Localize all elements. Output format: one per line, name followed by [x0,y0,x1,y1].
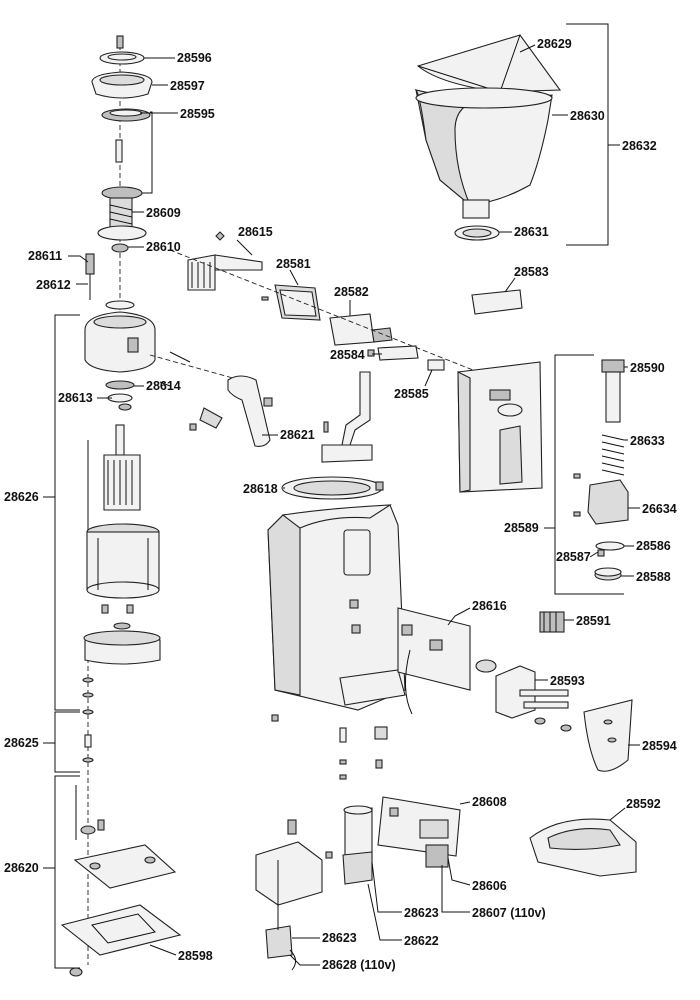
label-28609: 28609 [146,206,181,220]
label-28582: 28582 [334,285,369,299]
label-28607: 28607 (110v) [472,906,546,920]
label-28621: 28621 [280,428,315,442]
label-28618: 28618 [243,482,278,496]
label-28593: 28593 [550,674,585,688]
grinder-body [267,504,406,780]
label-28620: 28620 [4,861,39,875]
label-28598: 28598 [178,949,213,963]
label-28612: 28612 [36,278,71,292]
label-28581: 28581 [276,257,311,271]
label-28588: 28588 [636,570,671,584]
part-labels: 28596 28597 28595 28609 28610 28611 2861… [4,37,677,972]
label-28611: 28611 [28,249,62,263]
bottom-electrical [255,796,461,971]
label-28589: 28589 [504,521,539,535]
label-28591: 28591 [576,614,611,628]
label-28597: 28597 [170,79,205,93]
label-28623-upper: 28623 [404,906,439,920]
label-28608: 28608 [472,795,507,809]
lower-right-parts [397,607,637,877]
motor-assembly [60,35,182,977]
front-panel [457,361,543,493]
label-28615: 28615 [238,225,273,239]
label-28629: 28629 [537,37,572,51]
hopper [414,23,620,246]
label-28610: 28610 [146,240,181,254]
label-28596: 28596 [177,51,212,65]
label-28592: 28592 [626,797,661,811]
label-28587: 28587 [556,550,591,564]
label-28628: 28628 (110v) [322,958,396,972]
label-28583: 28583 [514,265,549,279]
label-28594: 28594 [642,739,677,753]
label-28590: 28590 [630,361,665,375]
label-28616: 28616 [472,599,507,613]
label-28626: 28626 [4,490,39,504]
label-26634: 26634 [642,502,677,516]
label-28633: 28633 [630,434,665,448]
label-28623-lower: 28623 [322,931,357,945]
label-28586: 28586 [636,539,671,553]
label-28595: 28595 [180,107,215,121]
label-28614: 28614 [146,379,181,393]
label-28585: 28585 [394,387,429,401]
leader-lines [43,44,640,969]
label-28632: 28632 [622,139,657,153]
label-28584: 28584 [330,348,365,362]
control-cluster [149,231,523,500]
label-28630: 28630 [570,109,605,123]
label-28613: 28613 [58,391,93,405]
label-28606: 28606 [472,879,507,893]
label-28622: 28622 [404,934,439,948]
label-28625: 28625 [4,736,39,750]
label-28631: 28631 [514,225,549,239]
